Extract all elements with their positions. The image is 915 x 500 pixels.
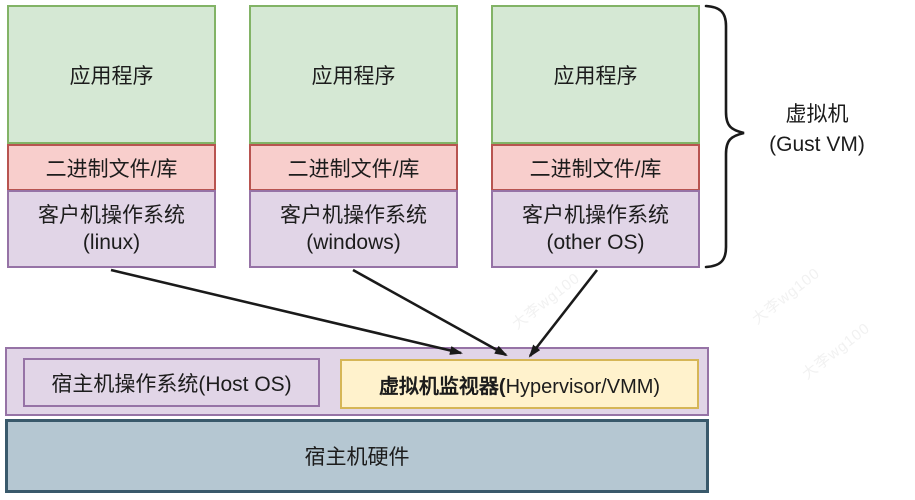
hypervisor-label-bold: 虚拟机监视器( (378, 375, 506, 398)
watermark: 大李wg100 (748, 264, 824, 328)
guest-os-variant: (linux) (82, 231, 141, 254)
vm-column-linux: 应用程序 二进制文件/库 客户机操作系统 (linux) (7, 5, 216, 268)
application-box: 应用程序 (249, 5, 458, 144)
binaries-libraries-label: 二进制文件/库 (529, 157, 662, 181)
hypervisor-box: 虚拟机监视器(Hypervisor/VMM) (340, 359, 699, 409)
vm-column-windows: 应用程序 二进制文件/库 客户机操作系统 (windows) (249, 5, 458, 268)
application-label: 应用程序 (553, 64, 638, 88)
application-label: 应用程序 (69, 64, 154, 88)
guest-os-label: 客户机操作系统 (280, 204, 427, 227)
guest-os-label: 客户机操作系统 (38, 204, 185, 227)
guest-os-label: 客户机操作系统 (522, 204, 669, 227)
guest-os-variant: (windows) (306, 231, 401, 254)
hypervisor-label-regular: Hypervisor/VMM) (505, 375, 661, 398)
vm-group-label-line2: (Gust VM) (769, 133, 865, 156)
host-hardware-box: 宿主机硬件 (5, 419, 709, 493)
watermark: 大李wg100 (798, 319, 874, 383)
application-box: 应用程序 (7, 5, 216, 144)
application-label: 应用程序 (311, 64, 396, 88)
binaries-libraries-label: 二进制文件/库 (287, 157, 420, 181)
arrow-linux-to-hypervisor (110, 268, 463, 355)
arrow-otheros-to-hypervisor (528, 269, 599, 358)
guest-os-box: 客户机操作系统 (windows) (249, 190, 458, 268)
binaries-libraries-box: 二进制文件/库 (491, 144, 700, 191)
host-os-label: 宿主机操作系统(Host OS) (51, 372, 292, 396)
guest-os-box: 客户机操作系统 (linux) (7, 190, 216, 268)
binaries-libraries-box: 二进制文件/库 (7, 144, 216, 191)
application-box: 应用程序 (491, 5, 700, 144)
guest-os-box: 客户机操作系统 (other OS) (491, 190, 700, 268)
watermark: 大李wg100 (508, 269, 584, 333)
host-hardware-label: 宿主机硬件 (304, 446, 410, 469)
vm-group-label-line1: 虚拟机 (785, 103, 849, 126)
vm-group-brace (704, 4, 745, 269)
guest-os-variant: (other OS) (546, 231, 645, 254)
vm-column-other-os: 应用程序 二进制文件/库 客户机操作系统 (other OS) (491, 5, 700, 268)
vm-group-label: 虚拟机 (Gust VM) (742, 100, 892, 160)
binaries-libraries-box: 二进制文件/库 (249, 144, 458, 191)
arrow-windows-to-hypervisor (352, 268, 508, 357)
binaries-libraries-label: 二进制文件/库 (45, 157, 178, 181)
host-os-box: 宿主机操作系统(Host OS) (23, 358, 320, 407)
